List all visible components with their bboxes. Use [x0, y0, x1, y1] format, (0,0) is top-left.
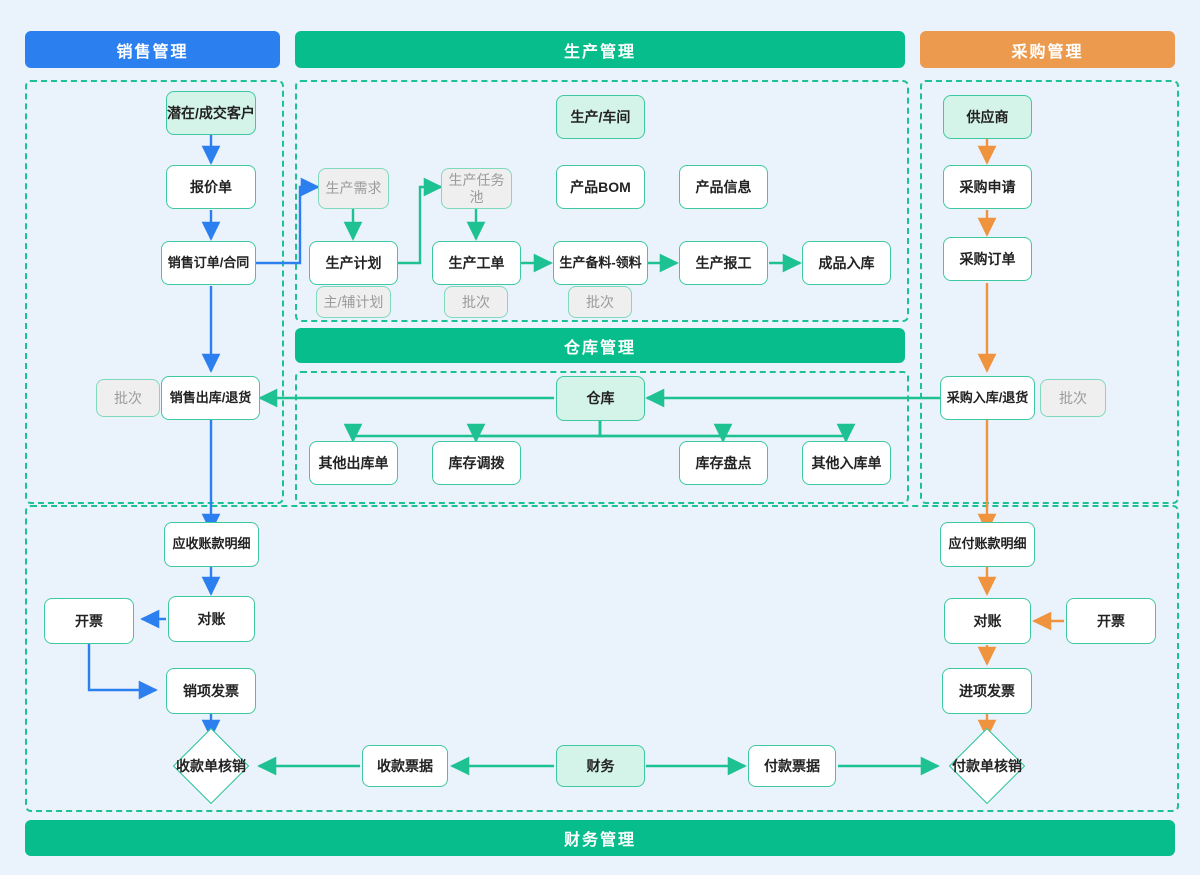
node-payment-document-label: 付款票据	[764, 757, 820, 774]
node-workshop[interactable]: 生产/车间	[556, 95, 645, 139]
header-sales: 销售管理	[25, 31, 280, 68]
header-finance-label: 财务管理	[563, 832, 636, 849]
node-ar-invoice-issue-label: 开票	[75, 612, 103, 629]
node-production-demand[interactable]: 生产需求	[318, 168, 389, 209]
node-sales-order[interactable]: 销售订单/合同	[161, 241, 256, 285]
node-production-report-label: 生产报工	[695, 254, 752, 271]
node-sales-outbound-label: 销售出库/退货	[169, 389, 252, 405]
node-work-order-label: 生产工单	[448, 254, 505, 271]
node-work-order-batch-tag[interactable]: 批次	[444, 286, 508, 318]
header-purchase-label: 采购管理	[1011, 43, 1084, 61]
node-sales-batch-tag[interactable]: 批次	[96, 379, 160, 417]
node-finance-hub-label: 财务	[586, 757, 615, 774]
node-other-inbound[interactable]: 其他入库单	[802, 441, 891, 485]
node-material-picking-label: 生产备料-领料	[559, 254, 642, 270]
zone-sales	[25, 80, 284, 504]
node-ar-reconciliation[interactable]: 对账	[168, 596, 255, 642]
node-other-outbound[interactable]: 其他出库单	[309, 441, 398, 485]
zone-purchase	[920, 80, 1179, 504]
node-ap-invoice-issue[interactable]: 开票	[1066, 598, 1156, 644]
node-sales-order-label: 销售订单/合同	[167, 254, 250, 270]
node-receipt-settlement[interactable]: 收款单核销	[156, 727, 266, 805]
node-plan-type-tag[interactable]: 主/辅计划	[316, 286, 391, 318]
node-other-outbound-label: 其他出库单	[318, 454, 389, 471]
node-other-inbound-label: 其他入库单	[811, 454, 882, 471]
node-ar-reconciliation-label: 对账	[197, 610, 226, 627]
node-input-invoice[interactable]: 进项发票	[942, 668, 1032, 714]
node-output-invoice-label: 销项发票	[183, 682, 239, 699]
node-warehouse-hub-label: 仓库	[586, 390, 615, 407]
zone-warehouse	[295, 371, 909, 504]
node-ap-detail-label: 应付账款明细	[948, 536, 1027, 552]
node-picking-batch-tag-label: 批次	[586, 293, 614, 310]
node-payment-settlement-label: 付款单核销	[952, 758, 1022, 774]
node-ar-detail-label: 应收账款明细	[172, 536, 251, 552]
node-payment-document[interactable]: 付款票据	[748, 745, 836, 787]
header-purchase: 采购管理	[920, 31, 1175, 68]
header-finance: 财务管理	[25, 820, 1175, 856]
node-work-order[interactable]: 生产工单	[432, 241, 521, 285]
node-purchase-requisition[interactable]: 采购申请	[943, 165, 1032, 209]
header-production: 生产管理	[295, 31, 905, 68]
node-product-bom[interactable]: 产品BOM	[556, 165, 645, 209]
node-ap-detail[interactable]: 应付账款明细	[940, 522, 1035, 567]
node-purchase-order-label: 采购订单	[959, 250, 1016, 267]
node-product-info[interactable]: 产品信息	[679, 165, 768, 209]
node-ap-invoice-issue-label: 开票	[1097, 612, 1125, 629]
node-finance-hub[interactable]: 财务	[556, 745, 645, 787]
node-stock-transfer[interactable]: 库存调拨	[432, 441, 521, 485]
node-production-plan-label: 生产计划	[325, 254, 382, 271]
node-payment-settlement[interactable]: 付款单核销	[932, 727, 1042, 805]
node-sales-batch-tag-label: 批次	[114, 389, 142, 406]
node-product-bom-label: 产品BOM	[570, 178, 631, 195]
node-purchase-inbound-label: 采购入库/退货	[946, 389, 1029, 405]
node-sales-outbound[interactable]: 销售出库/退货	[161, 376, 260, 420]
node-purchase-requisition-label: 采购申请	[959, 178, 1016, 195]
node-production-demand-label: 生产需求	[325, 180, 382, 197]
node-supplier-label: 供应商	[966, 108, 1009, 125]
node-purchase-batch-tag-label: 批次	[1059, 389, 1087, 406]
node-potential-customer-label: 潜在/成交客户	[167, 104, 255, 121]
node-task-pool[interactable]: 生产任务池	[441, 168, 512, 209]
header-production-label: 生产管理	[563, 43, 636, 61]
node-purchase-batch-tag[interactable]: 批次	[1040, 379, 1106, 417]
node-product-info-label: 产品信息	[695, 178, 752, 195]
node-plan-type-tag-label: 主/辅计划	[323, 293, 384, 310]
node-picking-batch-tag[interactable]: 批次	[568, 286, 632, 318]
node-production-plan[interactable]: 生产计划	[309, 241, 398, 285]
header-warehouse-label: 仓库管理	[563, 339, 636, 357]
node-ap-reconciliation[interactable]: 对账	[944, 598, 1031, 644]
node-receipt-document-label: 收款票据	[377, 757, 433, 774]
node-work-order-batch-tag-label: 批次	[462, 293, 490, 310]
header-warehouse: 仓库管理	[295, 328, 905, 363]
node-production-report[interactable]: 生产报工	[679, 241, 768, 285]
node-receipt-settlement-label: 收款单核销	[176, 758, 246, 774]
node-quotation-label: 报价单	[190, 178, 232, 195]
node-purchase-inbound[interactable]: 采购入库/退货	[940, 376, 1035, 420]
node-potential-customer[interactable]: 潜在/成交客户	[166, 91, 256, 135]
node-stock-take[interactable]: 库存盘点	[679, 441, 768, 485]
zone-finance	[25, 505, 1179, 812]
node-warehouse-hub[interactable]: 仓库	[556, 376, 645, 421]
node-input-invoice-label: 进项发票	[959, 682, 1015, 699]
node-receipt-document[interactable]: 收款票据	[362, 745, 448, 787]
node-material-picking[interactable]: 生产备料-领料	[553, 241, 648, 285]
node-finished-goods-inbound[interactable]: 成品入库	[802, 241, 891, 285]
node-quotation[interactable]: 报价单	[166, 165, 256, 209]
node-supplier[interactable]: 供应商	[943, 95, 1032, 139]
node-output-invoice[interactable]: 销项发票	[166, 668, 256, 714]
node-purchase-order[interactable]: 采购订单	[943, 237, 1032, 281]
node-finished-goods-inbound-label: 成品入库	[818, 254, 875, 271]
header-sales-label: 销售管理	[116, 43, 189, 61]
node-task-pool-label: 生产任务池	[448, 172, 505, 205]
node-ar-invoice-issue[interactable]: 开票	[44, 598, 134, 644]
node-stock-take-label: 库存盘点	[695, 454, 752, 471]
node-workshop-label: 生产/车间	[570, 108, 631, 125]
node-ap-reconciliation-label: 对账	[973, 612, 1002, 629]
node-ar-detail[interactable]: 应收账款明细	[164, 522, 259, 567]
node-stock-transfer-label: 库存调拨	[448, 454, 505, 471]
